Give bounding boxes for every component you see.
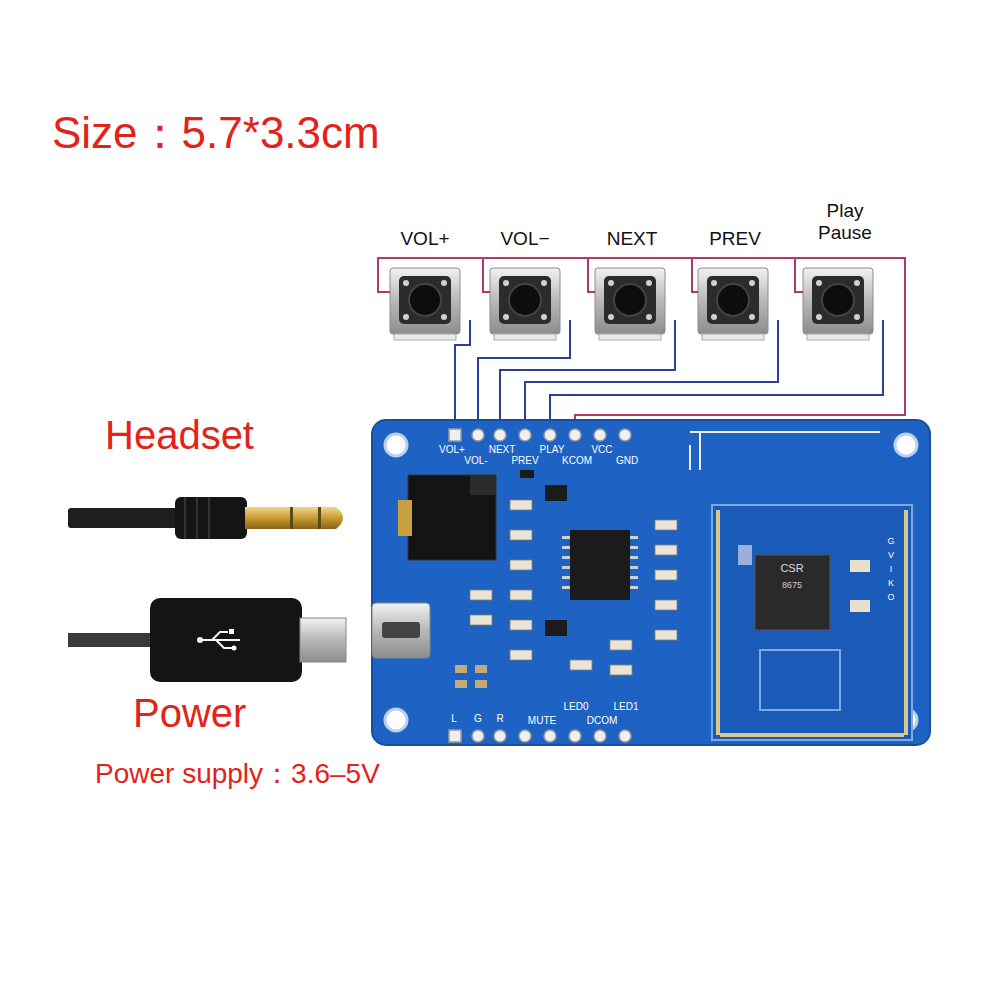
pin-label: I xyxy=(890,564,893,574)
button-label: Play Pause xyxy=(812,200,878,244)
size-title: Size：5.7*3.3cm xyxy=(52,108,380,159)
pin-label: O xyxy=(887,592,894,602)
button-label: PREV xyxy=(709,228,761,250)
pin-label: R xyxy=(496,713,503,725)
pin-label: V xyxy=(888,550,894,560)
chip-marking: 8675 xyxy=(782,580,802,590)
pin-label: PLAY xyxy=(540,444,565,456)
pin-label: KCOM xyxy=(562,455,592,467)
pin-label: VCC xyxy=(591,444,612,456)
pin-label: NEXT xyxy=(489,444,516,456)
button-label: NEXT xyxy=(607,228,658,250)
headset-label: Headset xyxy=(105,412,254,458)
pin-label: L xyxy=(451,713,457,725)
pin-label: K xyxy=(888,578,894,588)
pin-label: G xyxy=(474,713,482,725)
pin-label: G xyxy=(887,536,894,546)
pin-label: VOL+ xyxy=(439,444,465,456)
chip-marking: CSR xyxy=(780,562,803,575)
pin-label: DCOM xyxy=(587,715,618,727)
pin-label: LED0 xyxy=(563,701,588,713)
pin-label: LED1 xyxy=(613,701,638,713)
pin-label: MUTE xyxy=(528,715,556,727)
button-label: VOL+ xyxy=(400,228,449,250)
pin-label: VOL- xyxy=(464,455,487,467)
power-supply-note: Power supply：3.6–5V xyxy=(95,758,380,790)
power-label: Power xyxy=(133,690,246,736)
pin-label: GND xyxy=(616,455,638,467)
button-label: VOL− xyxy=(500,228,549,250)
pin-label: PREV xyxy=(511,455,538,467)
